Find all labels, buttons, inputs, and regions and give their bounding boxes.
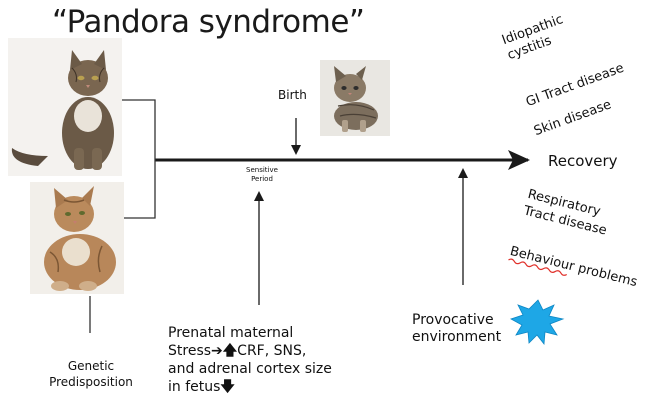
spellcheck-underline bbox=[508, 258, 568, 276]
provocative-line1: Provocative bbox=[412, 312, 494, 328]
prenatal-stress-label: Prenatal maternal Stress➔🡅CRF, SNS, and … bbox=[168, 324, 332, 396]
prenatal-line4-text: in fetus bbox=[168, 379, 221, 395]
arrow-down-icon: 🡇 bbox=[220, 379, 235, 395]
arrow-up-icon: 🡅 bbox=[222, 343, 238, 359]
tabby-cat-photo bbox=[30, 182, 124, 294]
genetic-line1: Genetic bbox=[67, 359, 115, 373]
genetic-line2: Predisposition bbox=[49, 375, 133, 389]
starburst-icon bbox=[510, 299, 565, 346]
arrow-right-icon: ➔ bbox=[211, 343, 223, 359]
genetic-bracket bbox=[122, 99, 156, 219]
recovery-label: Recovery bbox=[548, 152, 618, 170]
provocative-line2: environment bbox=[412, 329, 502, 345]
sensitive-period-line2: Period bbox=[251, 175, 273, 183]
prenatal-line3: and adrenal cortex size bbox=[168, 361, 332, 377]
prenatal-line2: Stress➔🡅CRF, SNS, bbox=[168, 342, 332, 360]
sensitive-period-label: Sensitive Period bbox=[242, 166, 282, 184]
prenatal-line2-b: CRF, SNS, bbox=[237, 343, 307, 359]
maine-coon-cat-photo bbox=[8, 38, 122, 176]
kitten-photo bbox=[320, 60, 390, 136]
prenatal-line1: Prenatal maternal bbox=[168, 325, 294, 341]
genetic-predisposition-label: Genetic Predisposition bbox=[48, 358, 134, 390]
birth-label: Birth bbox=[278, 88, 307, 102]
slide-title: “Pandora syndrome” bbox=[52, 4, 365, 40]
sensitive-period-line1: Sensitive bbox=[246, 166, 278, 174]
prenatal-line2-a: Stress bbox=[168, 343, 212, 359]
prenatal-line4: in fetus🡇 bbox=[168, 378, 332, 396]
provocative-environment-label: Provocative environment bbox=[412, 312, 501, 346]
